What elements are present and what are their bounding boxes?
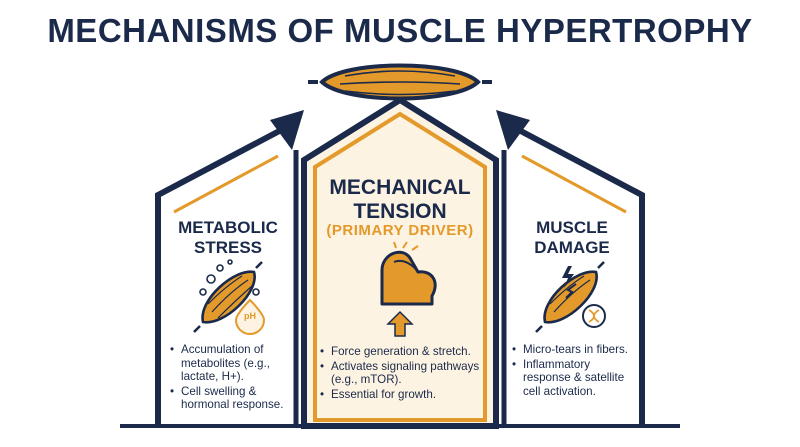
muscle-damage-title: MUSCLE DAMAGE bbox=[512, 218, 632, 257]
bullet-item: Micro-tears in fibers. bbox=[512, 343, 638, 357]
bullet-item: Inflammatory response & satellite cell a… bbox=[512, 358, 638, 399]
up-arrow-icon bbox=[386, 310, 414, 337]
bullet-item: Force generation & stretch. bbox=[320, 345, 486, 359]
muscle-fiber-icon bbox=[193, 261, 263, 333]
bullet-item: Activates signaling pathways (e.g., mTOR… bbox=[320, 360, 486, 387]
muscle-damage-title-line2: DAMAGE bbox=[534, 237, 610, 257]
mechanical-tension-title-line2: TENSION bbox=[353, 200, 447, 224]
metabolic-stress-title-line2: STRESS bbox=[193, 237, 263, 257]
ph-label: pH bbox=[244, 311, 256, 321]
right-arrow-frame bbox=[496, 110, 645, 426]
lightning-icon bbox=[562, 266, 574, 288]
flexed-arm-icon bbox=[380, 241, 437, 306]
torn-muscle-icon bbox=[535, 261, 605, 333]
bullet-item: Essential for growth. bbox=[320, 388, 486, 402]
dna-repair-icon bbox=[582, 304, 606, 328]
primary-driver-subtitle: (PRIMARY DRIVER) bbox=[326, 222, 474, 239]
page-title: MECHANISMS OF MUSCLE HYPERTROPHY bbox=[47, 12, 753, 49]
bubbles-icon bbox=[199, 259, 260, 296]
bullet-item: Accumulation of metabolites (e.g., lacta… bbox=[170, 343, 294, 384]
mechanical-tension-bullets: Force generation & stretch. Activates si… bbox=[320, 345, 486, 402]
ph-drop-icon bbox=[234, 298, 266, 335]
metabolic-stress-bullets: Accumulation of metabolites (e.g., lacta… bbox=[170, 343, 294, 413]
metabolic-stress-title-line1: METABOLIC bbox=[178, 218, 278, 237]
mechanical-tension-title-line1: MECHANICAL bbox=[329, 176, 471, 199]
metabolic-stress-title: METABOLIC STRESS bbox=[168, 218, 288, 257]
muscle-damage-title-line1: MUSCLE bbox=[536, 218, 608, 237]
bullet-item: Cell swelling & hormonal response. bbox=[170, 385, 294, 412]
mechanical-tension-title: MECHANICAL TENSION bbox=[316, 176, 484, 224]
muscle-damage-bullets: Micro-tears in fibers. Inflammatory resp… bbox=[512, 343, 638, 399]
left-arrow-frame bbox=[155, 110, 304, 426]
muscle-icon bbox=[308, 63, 492, 101]
